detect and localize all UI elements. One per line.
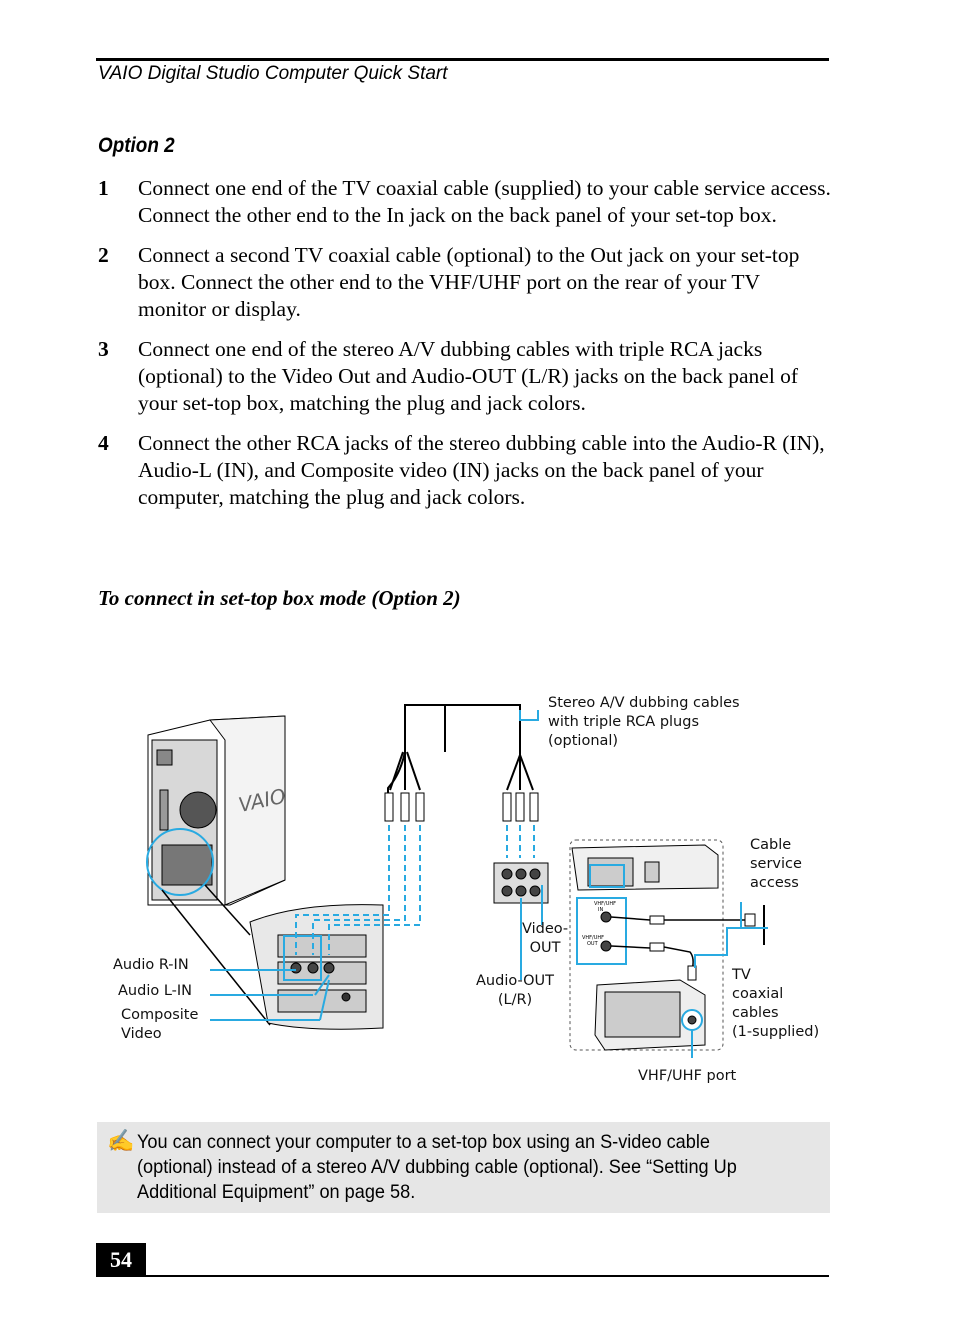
- rca-plugs-right: [502, 792, 539, 822]
- step-item: 4 Connect the other RCA jacks of the ste…: [98, 430, 833, 511]
- top-rule: [96, 58, 829, 61]
- diagram-title: To connect in set-top box mode (Option 2…: [98, 586, 461, 610]
- bottom-rule: [96, 1275, 829, 1277]
- video-out-label: Video- OUT: [522, 921, 569, 956]
- step-item: 2 Connect a second TV coaxial cable (opt…: [98, 242, 833, 323]
- section-heading: Option 2: [98, 134, 175, 157]
- running-header: VAIO Digital Studio Computer Quick Start: [98, 63, 448, 84]
- step-number: 1: [98, 176, 109, 200]
- diagram-illustration: VAIO: [146, 704, 768, 1058]
- audio-r-in-label: Audio R-IN: [113, 957, 189, 973]
- step-number: 4: [98, 431, 109, 455]
- step-number: 3: [98, 337, 109, 361]
- step-item: 3 Connect one end of the stereo A/V dubb…: [98, 336, 833, 417]
- svg-text:IN: IN: [598, 907, 603, 913]
- vhf-panel: [576, 897, 627, 965]
- vhf-out-label: VHF/UHF: [582, 935, 604, 941]
- page-number: 54: [96, 1243, 146, 1276]
- zoomed-back-panel: [249, 904, 384, 1030]
- connection-diagram: VAIO: [100, 680, 840, 1100]
- svg-text:OUT: OUT: [587, 941, 599, 947]
- step-text: Connect one end of the TV coaxial cable …: [138, 176, 831, 227]
- note-box: ✍ You can connect your computer to a set…: [97, 1122, 830, 1213]
- cable-access-label: Cable service access: [750, 837, 802, 891]
- composite-video-label: Composite Video: [121, 1007, 199, 1042]
- audio-out-label: Audio-OUT (L/R): [476, 973, 555, 1008]
- audio-l-in-label: Audio L-IN: [118, 983, 193, 999]
- stereo-cables-label: Stereo A/V dubbing cables with triple RC…: [548, 695, 740, 749]
- stb-jack-panel: [493, 862, 549, 904]
- step-text: Connect a second TV coaxial cable (optio…: [138, 243, 800, 321]
- computer-tower: [147, 715, 286, 906]
- rca-plugs-left: [384, 704, 446, 822]
- pencil-note-icon: ✍: [107, 1128, 135, 1153]
- step-text: Connect one end of the stereo A/V dubbin…: [138, 337, 799, 415]
- tv-monitor: [594, 979, 706, 1051]
- callout-lines-left: [210, 969, 330, 1021]
- vhf-in-label: VHF/UHF: [594, 901, 616, 907]
- note-text: You can connect your computer to a set-t…: [137, 1131, 737, 1203]
- cable-paths-computer: [295, 825, 535, 955]
- vhf-port-label: VHF/UHF port: [638, 1068, 737, 1084]
- step-item: 1 Connect one end of the TV coaxial cabl…: [98, 175, 833, 229]
- step-text: Connect the other RCA jacks of the stere…: [138, 431, 825, 509]
- tv-cables-label: TV coaxial cables (1-supplied): [732, 967, 820, 1040]
- steps-list: 1 Connect one end of the TV coaxial cabl…: [98, 175, 833, 524]
- set-top-box: [571, 844, 719, 891]
- step-number: 2: [98, 243, 109, 267]
